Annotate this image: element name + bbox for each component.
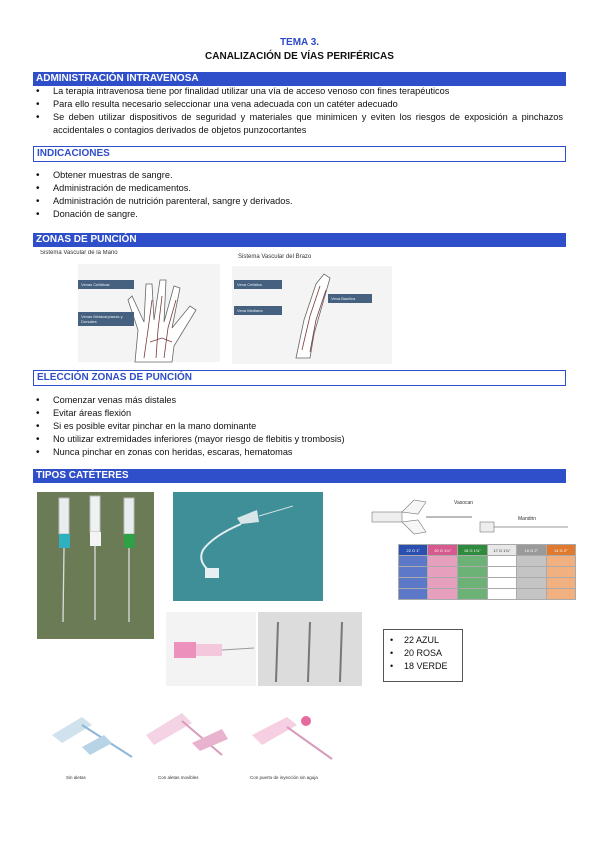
list-item: La terapia intravenosa tiene por finalid… — [33, 85, 563, 98]
tema-number: TEMA 3. — [279, 37, 320, 48]
eleccion-list: Comenzar venas más distales Evitar áreas… — [33, 394, 563, 459]
list-item: Si es posible evitar pinchar en la mano … — [33, 420, 563, 433]
page-title: CANALIZACIÓN DE VÍAS PERIFÉRICAS — [205, 51, 394, 62]
catheters-illustration — [37, 492, 154, 639]
vasocan-figure: Vasocan Mandrin 22 G 1" 20 G 1¼" 18 G 1¾… — [368, 492, 576, 610]
pink-catheter-photo — [166, 612, 256, 686]
gauge-cell: 22 G 1" — [397, 544, 429, 556]
gauge-cell: 14 G 2" — [545, 544, 576, 556]
arm-label-cefalica: Vena Cefálica — [234, 280, 282, 289]
variant-caption: Con aletas movibles — [158, 775, 199, 780]
legend-item: 22 AZUL — [384, 634, 462, 647]
hand-label-metacarpianas: Venas Metacarpianas y Dorsales — [78, 312, 134, 326]
list-item: Obtener muestras de sangre. — [33, 169, 563, 182]
section-heading-eleccion: ELECCIÓN ZONAS DE PUNCIÓN — [33, 370, 566, 386]
gauge-cell: 20 G 1¼" — [427, 544, 458, 556]
butterfly-set-illustration — [173, 492, 323, 601]
list-item: Evitar áreas flexión — [33, 407, 563, 420]
variant-caption: Sin aletas — [66, 775, 86, 780]
pink-catheter-illustration — [166, 612, 256, 686]
gauge-cell: 17 G 1¾" — [486, 544, 518, 556]
needle-detail-illustration — [258, 612, 362, 686]
arm-figure-caption: Sistema Vascular del Brazo — [238, 254, 312, 260]
gauge-table: 22 G 1" 20 G 1¼" 18 G 1¾" 17 G 1¾" 16 G … — [397, 544, 576, 600]
list-item: Administración de nutrición parenteral, … — [33, 195, 563, 208]
variant-caption: Con puerto de inyección sin aguja — [250, 775, 318, 780]
section-heading-indicaciones: INDICACIONES — [33, 146, 566, 162]
list-item: Comenzar venas más distales — [33, 394, 563, 407]
catheter-variants-figure: Sin aletas Con aletas movibles Con puert… — [42, 695, 352, 787]
hand-illustration — [78, 264, 220, 363]
gauge-cell: 16 G 2" — [516, 544, 547, 556]
catheter-variants-illustration — [42, 695, 352, 787]
gauge-color-legend: 22 AZUL 20 ROSA 18 VERDE — [383, 629, 463, 682]
legend-item: 18 VERDE — [384, 660, 462, 673]
section-heading-zonas: ZONAS DE PUNCIÓN — [33, 233, 566, 247]
section-heading-tipos: TIPOS CATÉTERES — [33, 469, 566, 483]
hand-label-cefalicas: Venas Cefálicas — [78, 280, 134, 289]
vasocan-label: Vasocan — [454, 500, 474, 506]
list-item: Administración de medicamentos. — [33, 182, 563, 195]
arm-label-mediana: Vena Mediana — [234, 306, 282, 315]
vasocan-illustration — [371, 499, 568, 535]
butterfly-set-photo — [173, 492, 323, 601]
list-item: Nunca pinchar en zonas con heridas, esca… — [33, 446, 563, 459]
administracion-list: La terapia intravenosa tiene por finalid… — [33, 85, 563, 137]
gauge-cell: 18 G 1¾" — [456, 544, 488, 556]
indicaciones-list: Obtener muestras de sangre. Administraci… — [33, 169, 563, 221]
hand-vascular-figure: Sistema Vascular de la Mano Venas Cefáli… — [40, 250, 220, 364]
arm-label-basilica: Vena Basílica — [328, 294, 372, 303]
list-item: No utilizar extremidades inferiores (may… — [33, 433, 563, 446]
list-item: Donación de sangre. — [33, 208, 563, 221]
section-heading-administracion: ADMINISTRACIÓN INTRAVENOSA — [33, 72, 566, 86]
arm-vascular-figure: Sistema Vascular del Brazo Vena Cefálica… — [224, 250, 392, 364]
legend-item: 20 ROSA — [384, 647, 462, 660]
list-item: Se deben utilizar dispositivos de seguri… — [33, 111, 563, 137]
catheters-photo — [37, 492, 154, 639]
hand-figure-caption: Sistema Vascular de la Mano — [40, 250, 118, 256]
mandrin-label: Mandrin — [518, 516, 537, 522]
list-item: Para ello resulta necesario seleccionar … — [33, 98, 563, 111]
needle-detail-photo — [258, 612, 362, 686]
